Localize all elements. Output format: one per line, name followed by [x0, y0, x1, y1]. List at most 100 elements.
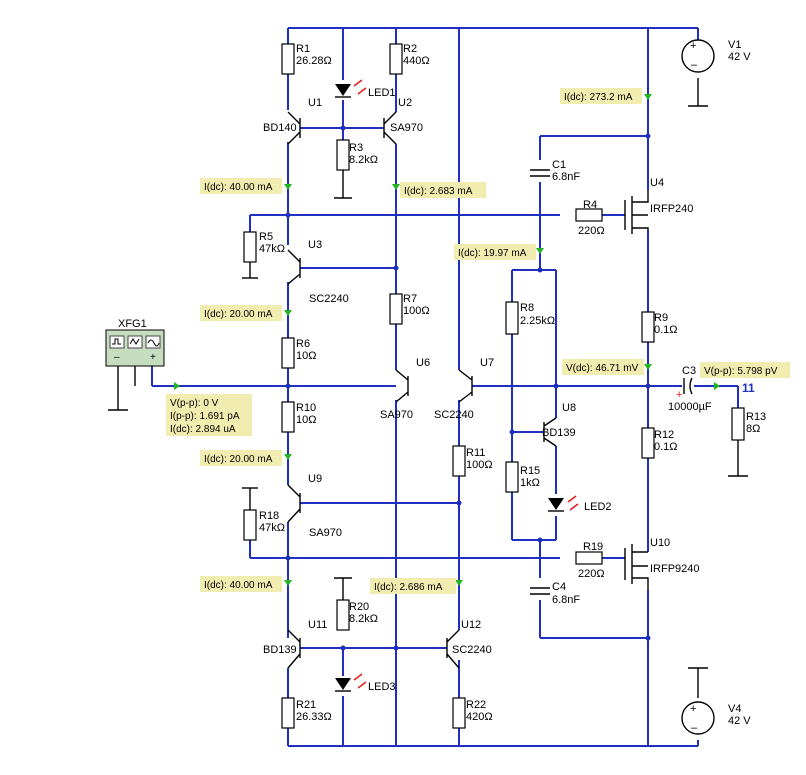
r18 — [243, 509, 257, 541]
label-r5: R5 — [259, 231, 273, 243]
value-c1: 6.8nF — [552, 171, 580, 183]
value-r9: 0.1Ω — [654, 324, 678, 336]
wires — [108, 27, 748, 747]
value-r8: 2.25kΩ — [520, 315, 555, 327]
label-u11: U11 — [308, 619, 327, 631]
probe-arrows — [174, 94, 720, 586]
r7 — [389, 293, 403, 325]
probe-in-idc: I(dc): 2.894 uA — [170, 424, 236, 435]
r5 — [243, 231, 257, 263]
svg-text:+: + — [690, 703, 696, 715]
r8 — [505, 301, 519, 335]
svg-text:+: + — [690, 40, 696, 52]
label-u12: U12 — [461, 619, 481, 631]
probe-c3: V(p-p): 5.798 pV — [704, 366, 778, 377]
u8 — [543, 417, 557, 447]
part-u7: SC2240 — [434, 409, 474, 421]
label-c4: C4 — [552, 581, 566, 593]
probe-labels: I(dc): 273.2 mA I(dc): 40.00 mA I(dc): 2… — [166, 88, 790, 594]
label-r20: R20 — [349, 601, 369, 613]
part-u8: BD139 — [542, 427, 576, 439]
probe-u12: I(dc): 2.686 mA — [374, 582, 443, 593]
label-r3: R3 — [349, 142, 363, 154]
label-r22: R22 — [466, 699, 486, 711]
led1 — [335, 79, 367, 98]
value-r13: 8Ω — [746, 423, 760, 435]
value-r15: 1kΩ — [520, 477, 540, 489]
value-r5: 47kΩ — [259, 243, 285, 255]
led3 — [335, 673, 367, 692]
label-r15: R15 — [520, 465, 540, 477]
u12 — [446, 629, 460, 669]
probe-u1: I(dc): 40.00 mA — [204, 182, 273, 193]
label-r1: R1 — [296, 43, 310, 55]
component-labels: R1 26.28Ω R2 440Ω LED1 U1 U2 BD140 SA970… — [118, 39, 766, 727]
part-u9: SA970 — [309, 527, 342, 539]
label-u2: U2 — [398, 97, 412, 109]
r1 — [281, 43, 295, 75]
svg-text:–: – — [691, 59, 698, 71]
value-r11: 100Ω — [466, 459, 493, 471]
part-u11: BD139 — [263, 644, 297, 656]
label-v1: V1 — [728, 39, 741, 51]
r21 — [281, 697, 295, 729]
transistors[interactable] — [287, 111, 649, 669]
label-c3: C3 — [682, 365, 696, 377]
c3 — [683, 377, 693, 395]
r6 — [281, 337, 295, 369]
label-r7: R7 — [403, 293, 417, 305]
label-r21: R21 — [296, 699, 316, 711]
value-r4: 220Ω — [578, 225, 605, 237]
r4 — [575, 208, 603, 222]
value-c3: 10000µF — [668, 401, 712, 413]
label-u3: U3 — [308, 239, 322, 251]
label-r2: R2 — [403, 43, 417, 55]
u9 — [287, 484, 301, 523]
u10 — [624, 544, 649, 590]
value-r18: 47kΩ — [259, 522, 285, 534]
value-r7: 100Ω — [403, 305, 430, 317]
probe-v1: I(dc): 273.2 mA — [564, 92, 633, 103]
u1 — [287, 111, 301, 145]
label-r13: R13 — [746, 411, 766, 423]
function-generator-xfg1[interactable]: –+ — [105, 329, 165, 367]
label-led3: LED3 — [368, 681, 396, 693]
label-u9: U9 — [308, 473, 322, 485]
resistors[interactable] — [243, 43, 745, 729]
label-v4: V4 — [728, 703, 741, 715]
u11 — [287, 629, 301, 669]
probe-u11: I(dc): 40.00 mA — [204, 580, 273, 591]
led2 — [548, 495, 579, 512]
value-c4: 6.8nF — [552, 594, 580, 606]
net-11: 11 — [742, 381, 755, 395]
junctions — [285, 125, 651, 651]
label-led1: LED1 — [368, 87, 396, 99]
label-u1: U1 — [308, 97, 322, 109]
u4 — [624, 190, 649, 234]
label-r19: R19 — [583, 541, 603, 553]
label-u8: U8 — [562, 402, 576, 414]
svg-text:–: – — [114, 352, 120, 363]
value-r3: 8.2kΩ — [349, 154, 378, 166]
r11 — [452, 445, 466, 477]
value-r22: 420Ω — [466, 711, 493, 723]
value-r2: 440Ω — [403, 55, 430, 67]
svg-text:+: + — [150, 352, 156, 363]
voltage-sources[interactable]: +– +– — [681, 39, 715, 735]
label-r6: R6 — [296, 338, 310, 350]
probe-c1: I(dc): 19.97 mA — [458, 248, 527, 259]
u6 — [395, 369, 409, 403]
value-r19: 220Ω — [578, 568, 605, 580]
capacitors[interactable]: + — [530, 169, 693, 595]
u7 — [458, 369, 473, 403]
probe-u2: I(dc): 2.683 mA — [404, 186, 473, 197]
probe-in-ipp: I(p-p): 1.691 pA — [170, 411, 240, 422]
label-r12: R12 — [654, 429, 674, 441]
r20 — [336, 599, 350, 631]
label-c1: C1 — [552, 159, 566, 171]
probe-out: V(dc): 46.71 mV — [566, 363, 639, 374]
value-r6: 10Ω — [296, 350, 316, 362]
label-r10: R10 — [296, 402, 316, 414]
leds — [335, 79, 579, 692]
